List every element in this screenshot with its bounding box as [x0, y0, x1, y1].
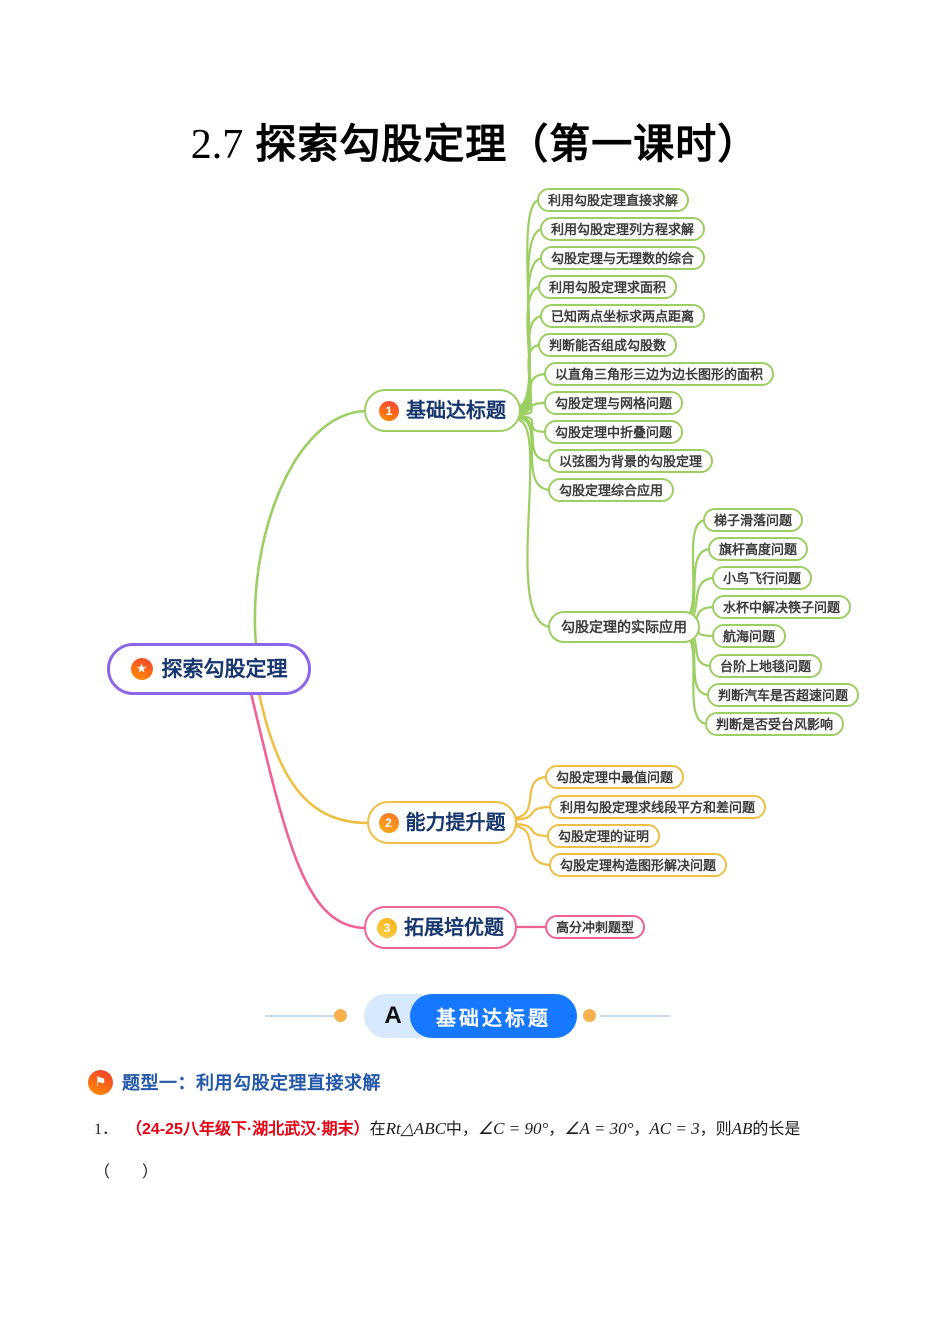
mindmap-leaf: 以弦图为背景的勾股定理	[548, 449, 714, 473]
page-title-number: 2.7	[190, 122, 244, 168]
mindmap-leaf: 勾股定理综合应用	[548, 478, 675, 502]
badge-1-icon: 1	[379, 400, 399, 421]
mindmap-leaf: 勾股定理构造图形解决问题	[549, 853, 728, 877]
answer-blank: （ ）	[94, 1164, 159, 1181]
mindmap-leaf: 水杯中解决筷子问题	[712, 595, 852, 619]
star-icon: ★	[130, 658, 153, 680]
mindmap-leaf: 高分冲刺题型	[545, 915, 646, 939]
mindmap-root-node: ★ 探索勾股定理	[107, 643, 311, 695]
mindmap-leaf: 利用勾股定理列方程求解	[540, 217, 706, 241]
divider-line	[265, 1015, 335, 1017]
question-text: ，则	[699, 1121, 732, 1138]
mindmap-leaf: 小鸟飞行问题	[712, 566, 813, 590]
divider-dot	[334, 1009, 347, 1022]
mindmap-branch-ability: 2 能力提升题	[367, 801, 517, 844]
question-1: 1．（24-25八年级下·湖北武汉·期末）在Rt△ABC中，∠C = 90°，∠…	[94, 1116, 914, 1143]
mindmap-leaf: 以直角三角形三边为边长图形的面积	[544, 362, 775, 386]
mindmap-leaf: 利用勾股定理求线段平方和差问题	[549, 795, 767, 819]
section-banner-label: 基础达标题	[410, 994, 577, 1038]
mindmap-branch-extension: 3 拓展培优题	[364, 906, 517, 949]
page-title-text: 探索勾股定理（第一课时）	[255, 121, 760, 167]
divider-line	[600, 1015, 670, 1017]
mindmap-subtopic-applications: 勾股定理的实际应用	[548, 611, 700, 643]
mindmap-leaf: 判断汽车是否超速问题	[707, 683, 860, 707]
question-number: 1．	[94, 1121, 119, 1138]
divider-dot	[583, 1009, 596, 1022]
mindmap-branch-extension-label: 拓展培优题	[404, 916, 504, 939]
question-text: ，	[633, 1121, 650, 1138]
question-text: 中，	[445, 1121, 478, 1138]
mindmap-branch-basic: 1 基础达标题	[364, 389, 521, 432]
mindmap-leaf: 勾股定理中折叠问题	[544, 420, 684, 444]
topic-header-label: 题型一：利用勾股定理直接求解	[122, 1073, 381, 1093]
mindmap-root-label: 探索勾股定理	[161, 657, 288, 681]
mindmap-leaf: 勾股定理中最值问题	[545, 765, 685, 789]
mindmap-leaf: 利用勾股定理直接求解	[537, 188, 690, 212]
section-banner: A 基础达标题	[364, 994, 577, 1038]
mindmap-leaf: 旗杆高度问题	[708, 537, 809, 561]
topic-header: ⚑ 题型一：利用勾股定理直接求解	[88, 1069, 381, 1095]
mindmap-branch-ability-label: 能力提升题	[405, 811, 506, 834]
badge-3-icon: 3	[377, 917, 397, 938]
mindmap-leaf: 判断能否组成勾股数	[538, 333, 678, 357]
math-expression: AC = 3	[649, 1119, 700, 1138]
mindmap-leaf: 航海问题	[712, 624, 787, 648]
mindmap-leaf: 已知两点坐标求两点距离	[540, 304, 706, 328]
badge-2-icon: 2	[378, 812, 399, 833]
math-expression: Rt△ABC	[385, 1119, 446, 1138]
mindmap-leaf: 勾股定理与无理数的综合	[540, 246, 706, 270]
flag-icon: ⚑	[88, 1069, 113, 1095]
mindmap-leaf: 利用勾股定理求面积	[538, 275, 678, 299]
math-expression: ∠A = 30°	[564, 1119, 634, 1138]
mindmap-branch-basic-label: 基础达标题	[406, 399, 506, 422]
mindmap-leaf: 勾股定理与网格问题	[544, 391, 684, 415]
mindmap-leaf: 梯子滑落问题	[703, 508, 804, 532]
question-text: 在	[369, 1121, 386, 1138]
mindmap-leaf: 判断是否受台风影响	[705, 712, 845, 736]
mindmap-leaf: 勾股定理的证明	[547, 824, 661, 848]
question-source-tag: （24-25八年级下·湖北武汉·期末）	[134, 1121, 370, 1138]
math-expression: AB	[731, 1119, 753, 1138]
question-text: ，	[548, 1121, 565, 1138]
math-expression: ∠C = 90°	[477, 1119, 549, 1138]
question-text: 的长是	[752, 1121, 801, 1138]
mindmap-leaf: 台阶上地毯问题	[709, 654, 823, 678]
